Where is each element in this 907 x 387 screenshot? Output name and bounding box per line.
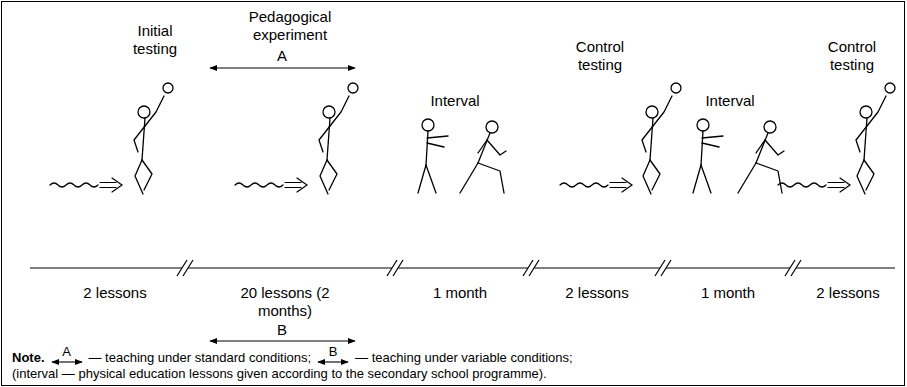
note-range-sample: B [316,346,350,366]
phase-heading: Interval [430,92,479,110]
note-item: Note. [12,350,45,366]
note-line: (interval — physical education lessons g… [12,366,896,382]
note-range-letter: A [62,346,71,358]
phase-heading: Interval [705,92,754,110]
duration-label: 2 lessons [816,284,879,302]
note-item: (interval — physical education lessons g… [12,366,547,382]
duration-label: 20 lessons (2 months) [230,284,340,320]
note-text: — teaching under variable conditions; [355,350,573,365]
baseline [30,267,895,268]
timeline-segments [30,260,895,276]
run-up-arrow [50,178,122,192]
phase-heading: Control testing [560,38,640,74]
duration-label: 1 month [433,284,487,302]
range-letter: A [277,47,287,65]
note-block: Note. A — teaching under standard conditio… [12,346,896,382]
duration-label: 2 lessons [83,284,146,302]
note-text: — teaching under standard conditions; [89,350,312,365]
note-item: — teaching under standard conditions; [89,350,312,366]
note-heading: Note. [12,350,45,365]
range-letter: B [277,321,287,339]
note-range-letter: B [329,346,338,358]
jumper-figure [134,83,173,194]
range-arrow-sample [50,358,84,366]
segment-tick [177,260,801,276]
range-arrow [210,340,355,341]
note-line: Note. A — teaching under standard conditio… [12,346,896,366]
exercise-figure [418,119,448,193]
phase-heading: Pedagogical experiment [235,8,345,44]
range-arrow [318,361,348,362]
note-item: — teaching under variable conditions; [355,350,573,366]
range-arrow [52,361,82,362]
run-up-arrow [560,178,632,192]
run-up-arrow [778,178,850,192]
note-range-sample: A [50,346,84,366]
note-text: (interval — physical education lessons g… [12,366,547,381]
phase-heading: Initial testing [115,22,195,58]
range-arrow [210,67,355,68]
jumper-figure [642,83,681,194]
run-up-arrow [235,178,307,192]
exercise-figure [738,121,784,193]
range-arrow-sample [316,358,350,366]
duration-label: 1 month [701,284,755,302]
exercise-figure [460,121,506,193]
jumper-figure [856,83,895,194]
exercise-figure [693,119,723,193]
duration-label: 2 lessons [565,284,628,302]
jumper-figure [319,83,358,194]
phase-heading: Control testing [812,38,892,74]
